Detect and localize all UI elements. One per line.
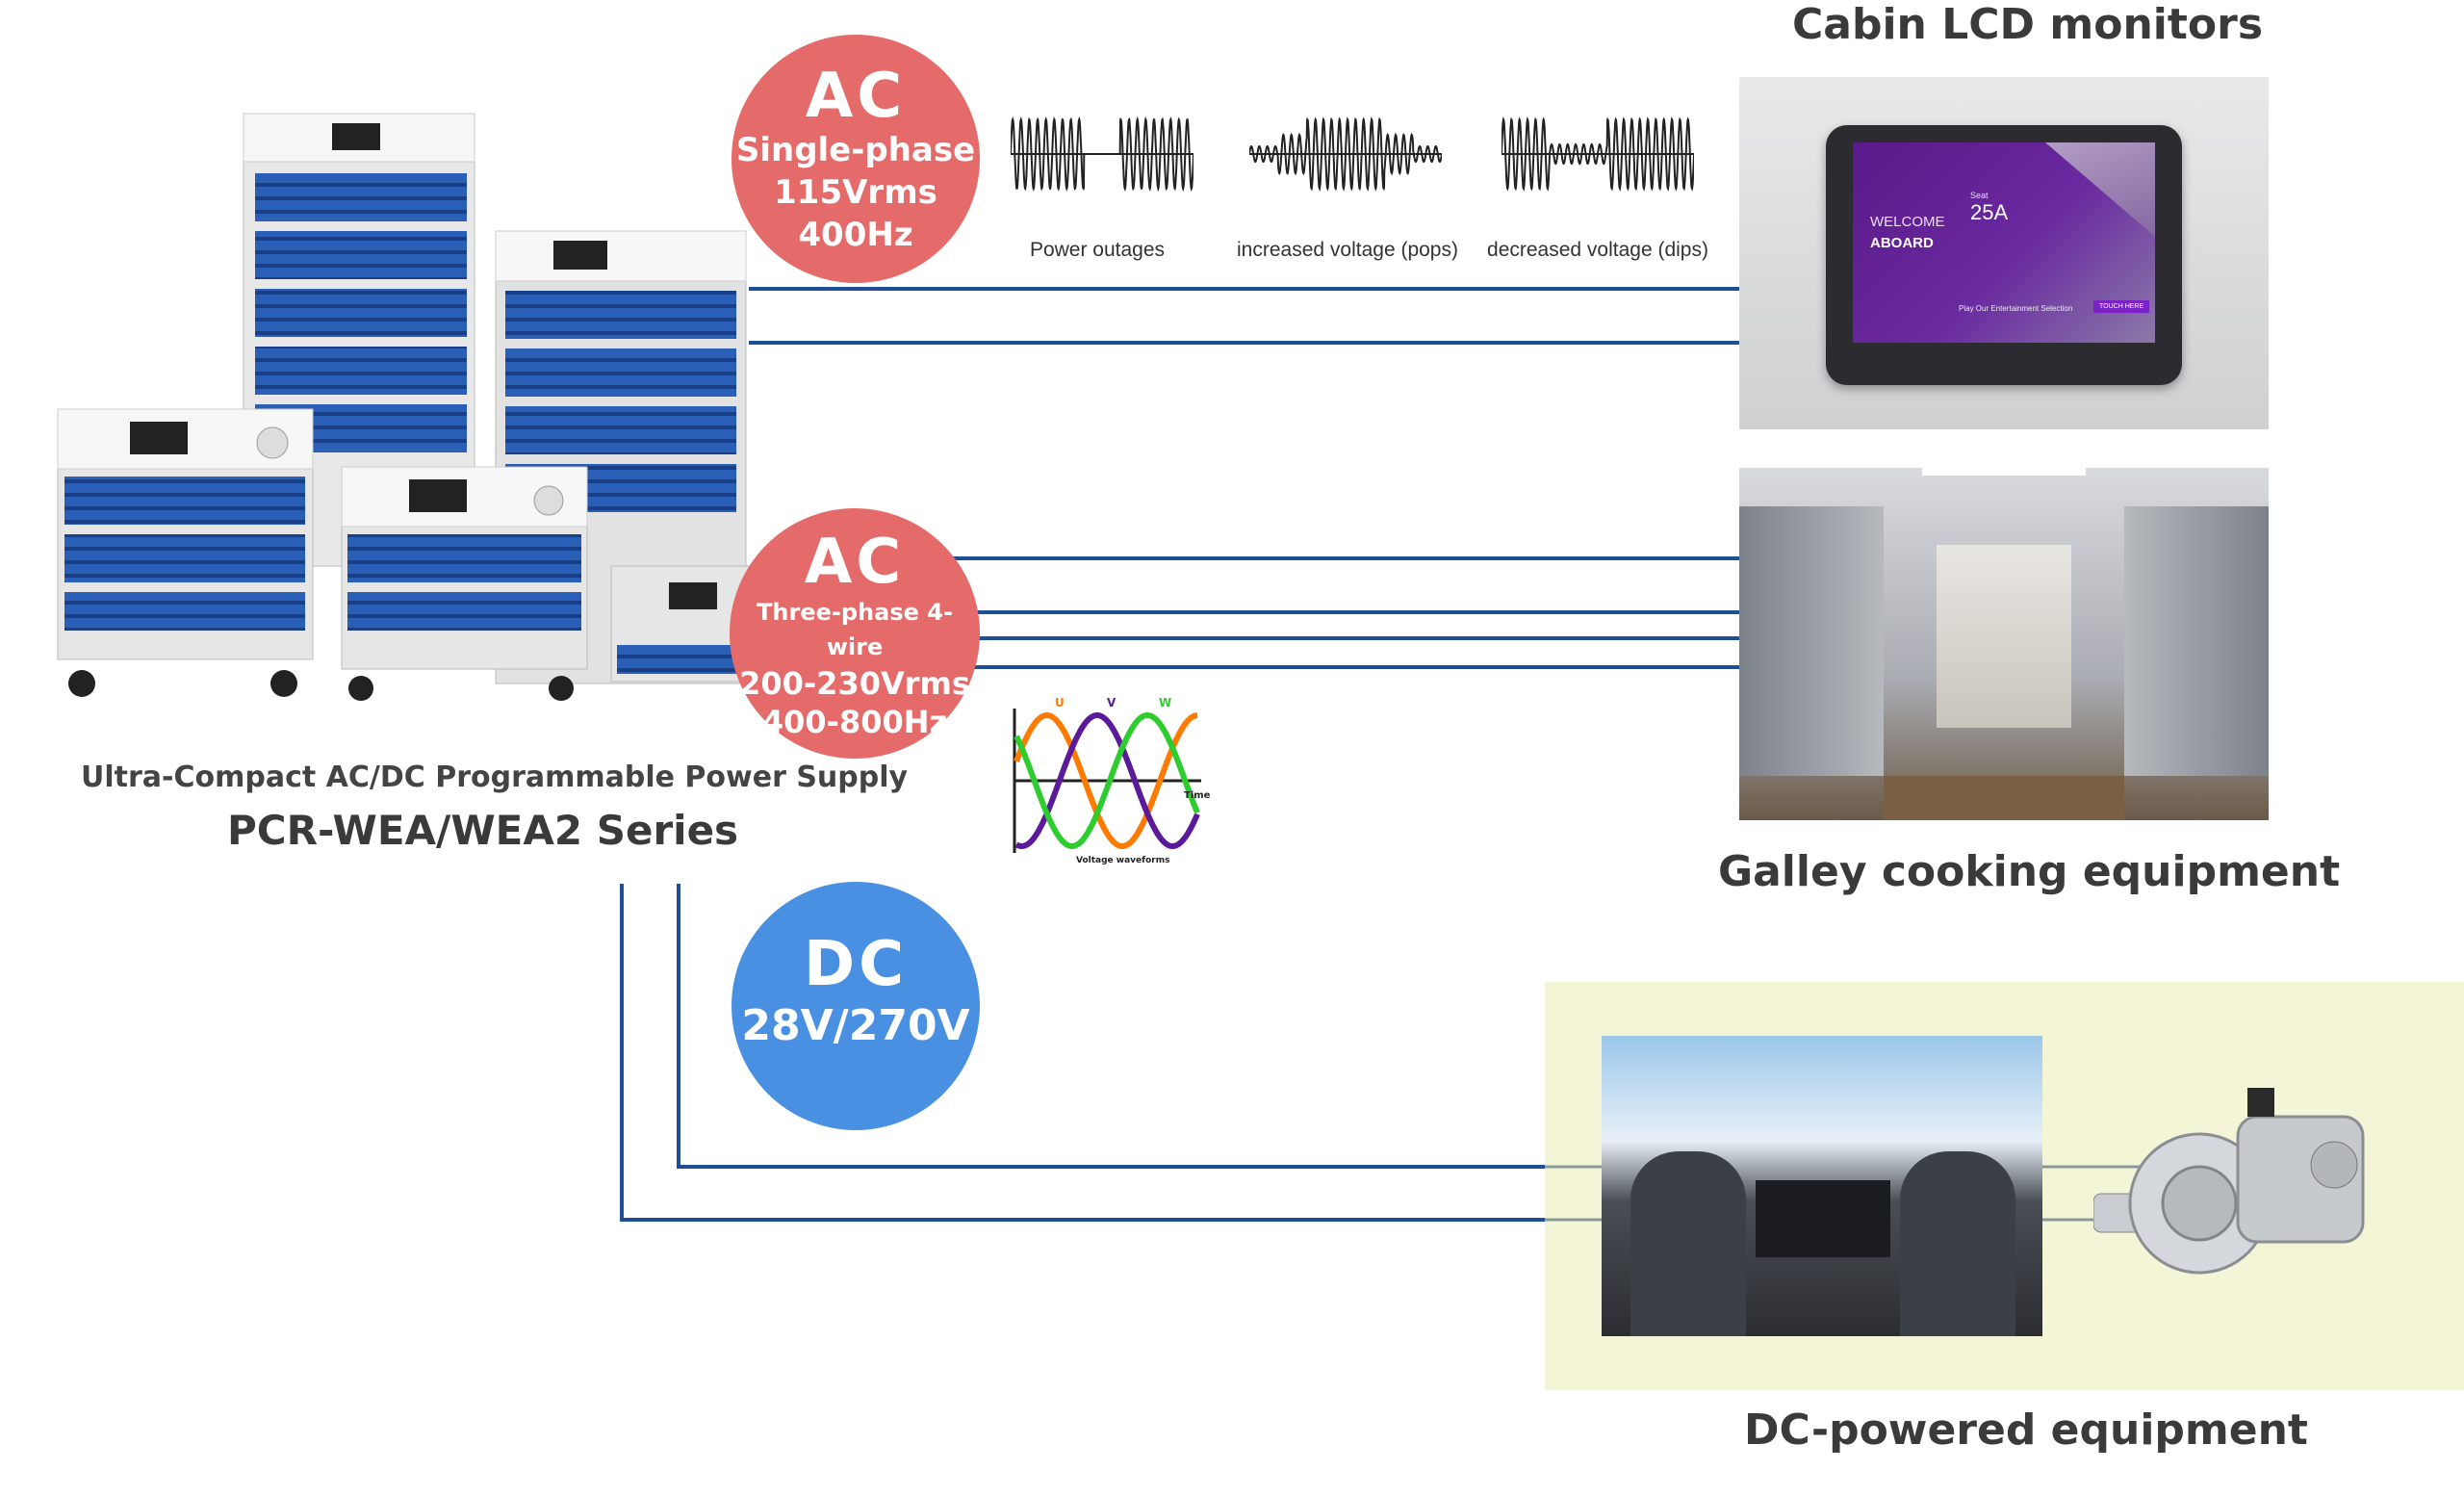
dc-label: DC — [803, 929, 909, 1000]
monitor-welcome: WELCOME — [1870, 214, 1945, 230]
monitor-seat-label: Seat — [1970, 191, 1989, 200]
monitor-touch-button: TOUCH HERE — [2093, 300, 2150, 313]
ac-single-label: AC — [805, 61, 907, 132]
dc-wire-2 — [620, 884, 1550, 1222]
power-supply-units-image — [57, 113, 757, 701]
voltage-pops-waveform — [1249, 116, 1442, 192]
dc-equipment-title: DC-powered equipment — [1744, 1406, 2308, 1455]
ac-single-voltage: 115Vrms — [774, 173, 937, 212]
voltage-dips-waveform — [1502, 116, 1694, 192]
power-outage-caption: Power outages — [1029, 239, 1166, 261]
voltage-pops-caption: increased voltage (pops) — [1237, 239, 1458, 261]
cabin-lcd-title: Cabin LCD monitors — [1792, 0, 2264, 49]
dc-badge: DC 28V/270V — [732, 882, 980, 1130]
monitor-aboard: ABOARD — [1870, 235, 1934, 251]
power-outage-waveform — [1011, 116, 1194, 193]
monitor-entertainment-text: Play Our Entertainment Selection — [1959, 304, 2073, 313]
dc-motor-image — [2093, 1088, 2365, 1275]
ac-single-frequency: 400Hz — [798, 216, 913, 254]
dc-panel-wires — [1545, 1165, 2142, 1222]
ac-single-phase-badge: AC Single-phase 115Vrms 400Hz — [732, 35, 980, 283]
product-series-name: PCR-WEA/WEA2 Series — [227, 807, 739, 854]
galley-title: Galley cooking equipment — [1718, 847, 2341, 896]
galley-cooking-equipment-image — [1739, 468, 2269, 820]
phase-u-label: U — [1055, 696, 1065, 709]
monitor-screen: WELCOME ABOARD Seat 25A Play Our Enterta… — [1853, 142, 2155, 343]
phase-v-label: V — [1107, 696, 1116, 709]
cockpit-image — [1602, 1036, 2042, 1336]
monitor-seat-number: 25A — [1970, 200, 2009, 224]
dc-wire-1 — [677, 884, 1550, 1169]
voltage-waveforms-caption: Voltage waveforms — [1076, 856, 1169, 865]
ac-single-type: Single-phase — [735, 131, 976, 169]
dc-voltage: 28V/270V — [741, 1001, 970, 1050]
ac-three-phase-badge: AC Three-phase 4-wire 200-230Vrms 400-80… — [730, 508, 980, 759]
ac-three-label: AC — [804, 527, 906, 598]
ac-three-type: Three-phase 4-wire — [757, 599, 953, 660]
cabin-lcd-monitor-image: WELCOME ABOARD Seat 25A Play Our Enterta… — [1739, 77, 2269, 429]
three-phase-voltage-waveform: U V W Time Voltage waveforms — [1013, 696, 1211, 865]
ac-three-frequency: 400-800Hz — [761, 704, 948, 740]
product-subtitle: Ultra-Compact AC/DC Programmable Power S… — [81, 761, 909, 794]
time-axis-label: Time — [1184, 790, 1211, 801]
voltage-dips-caption: decreased voltage (dips) — [1487, 239, 1708, 261]
phase-w-label: W — [1159, 696, 1171, 709]
ac-three-voltage: 200-230Vrms — [739, 665, 970, 702]
